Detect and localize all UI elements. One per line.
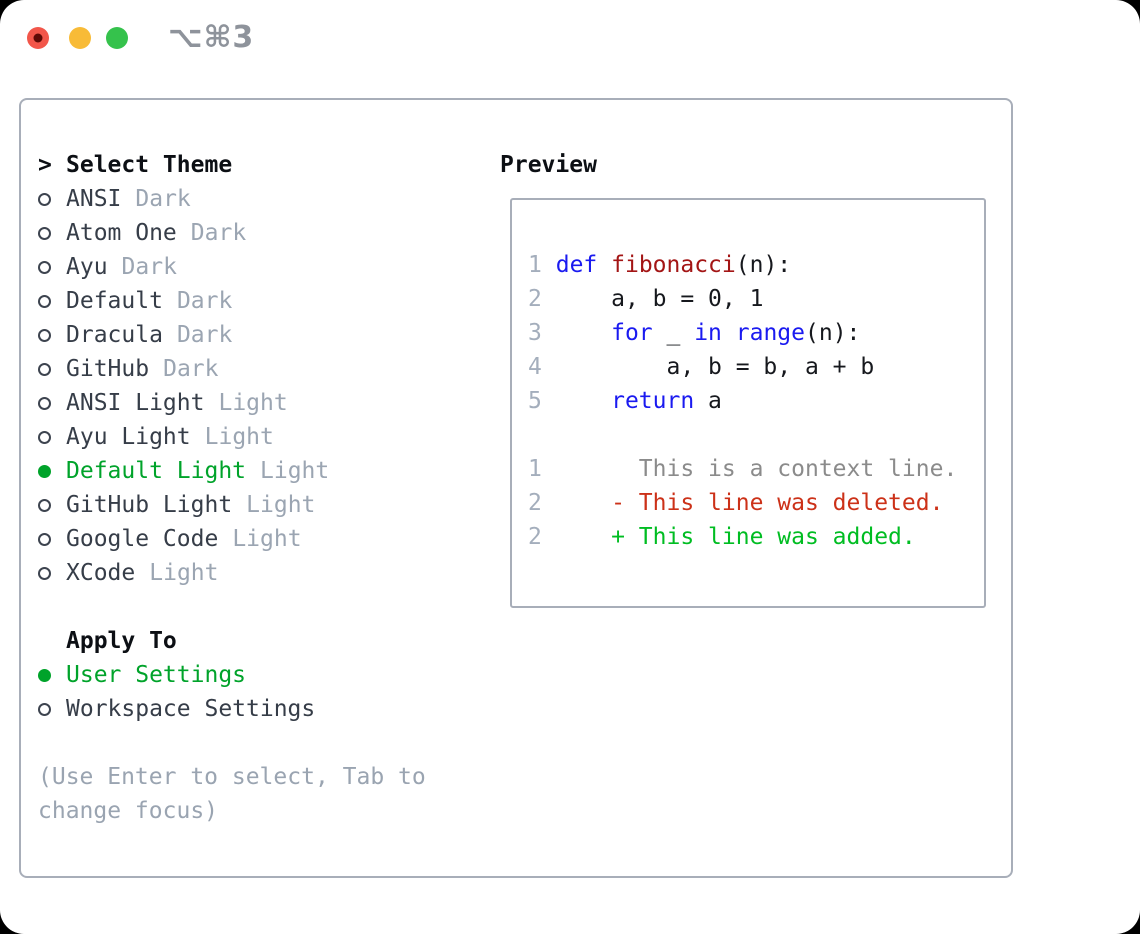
preview-heading: Preview [500, 148, 597, 182]
apply-option-label: User Settings [66, 662, 247, 688]
diff-line: 1 This is a context line. [528, 456, 958, 482]
theme-option-label: Google Code [66, 526, 219, 552]
theme-option-label: Default [66, 288, 163, 314]
apply-to-title: Apply To [66, 628, 177, 654]
theme-option[interactable]: XCode Light [38, 556, 458, 590]
apply-to-heading: Apply To [38, 624, 458, 658]
theme-variant-tag: Dark [121, 254, 177, 280]
theme-variant-tag: Dark [176, 322, 233, 348]
theme-option-label: Atom One [66, 220, 177, 246]
theme-option-label: Dracula [66, 322, 163, 348]
theme-option-label: ANSI Light [66, 390, 205, 416]
apply-option-label: Workspace Settings [66, 696, 316, 722]
theme-variant-tag: Light [246, 492, 316, 518]
apply-option[interactable]: User Settings [38, 658, 458, 692]
minimize-button[interactable] [69, 27, 91, 49]
theme-variant-tag: Dark [176, 288, 233, 314]
theme-variant-tag: Dark [135, 186, 191, 212]
diff-line: 2 - This line was deleted. [528, 490, 944, 516]
diff-line: 2 + This line was added. [528, 524, 916, 550]
line-number: 2 [528, 524, 542, 550]
help-text-line: (Use Enter to select, Tab to [38, 764, 426, 790]
theme-option-label: ANSI [66, 186, 122, 212]
radio-icon [38, 260, 66, 274]
radio-icon [38, 226, 66, 240]
window-shortcut-label: ⌥⌘3 [168, 20, 255, 55]
theme-option[interactable]: Default Dark [38, 284, 458, 318]
theme-variant-tag: Dark [163, 356, 219, 382]
radio-icon [38, 566, 66, 580]
theme-variant-tag: Light [149, 560, 219, 586]
theme-option-label: XCode [66, 560, 136, 586]
radio-icon [38, 430, 66, 444]
theme-option[interactable]: Ayu Dark [38, 250, 458, 284]
preview-title: Preview [500, 152, 597, 178]
select-theme-title: Select Theme [66, 152, 233, 178]
theme-option[interactable]: Google Code Light [38, 522, 458, 556]
theme-option[interactable]: ANSI Light Light [38, 386, 458, 420]
theme-option[interactable]: ANSI Dark [38, 182, 458, 216]
theme-option[interactable]: GitHub Light Light [38, 488, 458, 522]
theme-option[interactable]: Atom One Dark [38, 216, 458, 250]
preview-box: 1 def fibonacci(n): 2 a, b = 0, 1 3 for _ … [510, 198, 986, 608]
theme-variant-tag: Light [218, 390, 288, 416]
line-number: 2 [528, 286, 542, 312]
code-blank-line [528, 418, 984, 452]
theme-option[interactable]: GitHub Dark [38, 352, 458, 386]
apply-option[interactable]: Workspace Settings [38, 692, 458, 726]
theme-option-label: Default Light [66, 458, 247, 484]
theme-variant-tag: Light [260, 458, 330, 484]
radio-selected-icon [38, 464, 66, 478]
theme-option-label: GitHub Light [66, 492, 233, 518]
preview-code: 1 def fibonacci(n): 2 a, b = 0, 1 3 for _ … [512, 200, 984, 554]
code-line: 1 def fibonacci(n): [528, 252, 792, 278]
line-number: 3 [528, 320, 542, 346]
code-line: 2 a, b = 0, 1 [528, 286, 764, 312]
line-number: 2 [528, 490, 542, 516]
radio-icon [38, 362, 66, 376]
radio-icon [38, 192, 66, 206]
code-line: 5 return a [528, 388, 722, 414]
radio-icon [38, 396, 66, 410]
close-button[interactable] [27, 27, 49, 49]
theme-option[interactable]: Dracula Dark [38, 318, 458, 352]
theme-variant-tag: Light [204, 424, 274, 450]
radio-selected-icon [38, 668, 66, 682]
radio-icon [38, 702, 66, 716]
radio-icon [38, 328, 66, 342]
radio-icon [38, 532, 66, 546]
line-number: 1 [528, 252, 542, 278]
radio-icon [38, 294, 66, 308]
theme-variant-tag: Light [232, 526, 302, 552]
help-text: (Use Enter to select, Tab to change focus… [38, 760, 458, 828]
theme-option[interactable]: Default Light Light [38, 454, 458, 488]
theme-variant-tag: Dark [190, 220, 247, 246]
line-number: 1 [528, 456, 542, 482]
code-line: 4 a, b = b, a + b [528, 354, 875, 380]
zoom-button[interactable] [106, 27, 128, 49]
theme-option[interactable]: Ayu Light Light [38, 420, 458, 454]
theme-option-label: Ayu [66, 254, 108, 280]
code-line: 3 for _ in range(n): [528, 320, 861, 346]
help-text-line: change focus) [38, 798, 219, 824]
line-number: 5 [528, 388, 542, 414]
titlebar: ⌥⌘3 [0, 0, 1140, 76]
select-theme-heading: > Select Theme [38, 148, 458, 182]
theme-option-label: Ayu Light [66, 424, 191, 450]
theme-option-label: GitHub [66, 356, 150, 382]
focus-caret-icon: > [38, 152, 52, 178]
line-number: 4 [528, 354, 542, 380]
radio-icon [38, 498, 66, 512]
